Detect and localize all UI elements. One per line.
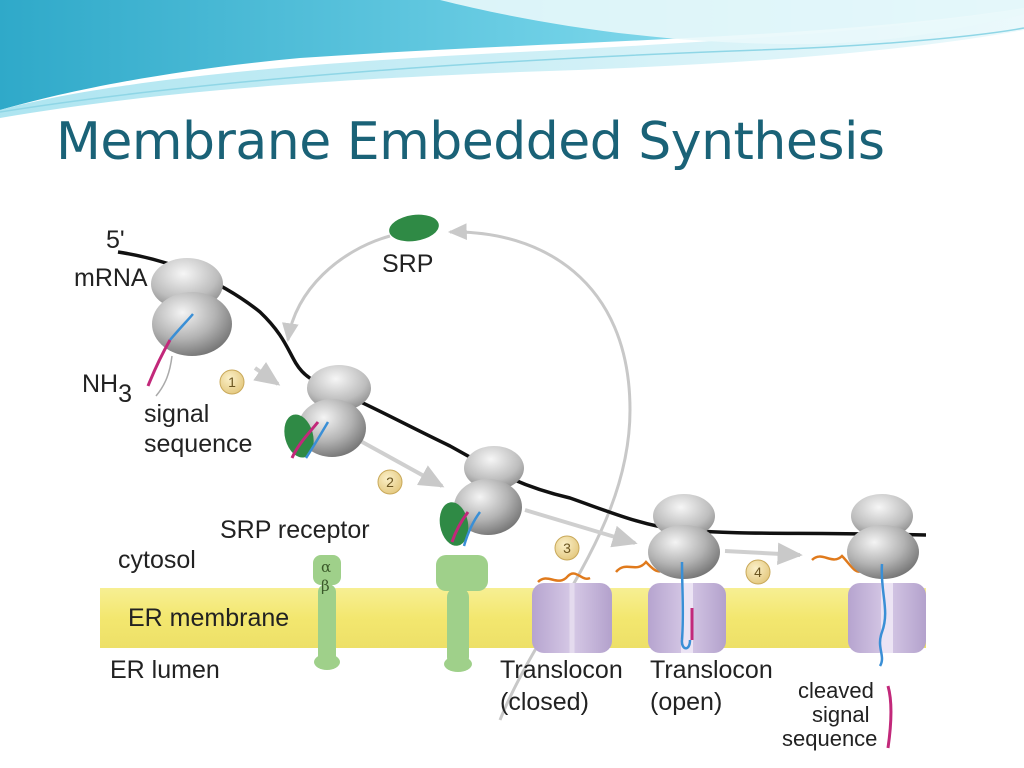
svg-text:2: 2 <box>386 474 394 490</box>
cleaved-signal-sequence-mark <box>886 685 893 749</box>
nh3-label: NH3 <box>82 370 132 408</box>
srp-to-ribosome-arrow <box>282 234 391 343</box>
srp-receptor-label: SRP receptor <box>220 516 370 544</box>
svg-text:4: 4 <box>754 564 762 580</box>
cytosol-label: cytosol <box>118 546 196 574</box>
signal-sequence-3 <box>450 511 470 543</box>
closed-translocon-chain <box>537 572 591 583</box>
er-membrane-band <box>100 588 926 648</box>
ribosome-3 <box>454 446 524 535</box>
nascent-chain-5 <box>878 563 887 667</box>
nascent-chain-2 <box>304 421 330 459</box>
svg-text:3: 3 <box>563 540 571 556</box>
cleaved-label-line3: sequence <box>782 726 877 751</box>
cleaved-translocon-chain <box>811 554 863 573</box>
signal-sequence-pointer <box>155 355 173 397</box>
svg-text:1: 1 <box>228 374 236 390</box>
beta-label: β <box>321 577 330 595</box>
cleaved-label-line2: signal <box>812 702 869 727</box>
srp-label: SRP <box>382 250 433 278</box>
five-prime-label: 5' <box>106 226 125 254</box>
step-arrow-4 <box>724 542 803 565</box>
ribosome-1 <box>151 258 232 356</box>
signal-sequence-label-line2: sequence <box>144 430 252 458</box>
mrna-label: mRNA <box>74 264 148 292</box>
step-arrow-2 <box>354 436 445 488</box>
step-badge-2: 2 <box>377 469 403 495</box>
signal-sequence-1 <box>146 339 172 387</box>
signal-sequence-2 <box>290 421 320 459</box>
srp-receptor <box>313 555 341 670</box>
srp-bound-2 <box>284 414 314 458</box>
translocon-open-label-line2: (open) <box>650 688 722 716</box>
ribosome-4 <box>648 494 720 579</box>
nascent-chain-3 <box>462 511 482 547</box>
step-badge-3: 3 <box>554 535 580 561</box>
step-arrow-1 <box>253 362 281 386</box>
ribosome-5 <box>847 494 919 579</box>
slide-title: Membrane Embedded Synthesis <box>56 112 885 172</box>
translocon-cleaved <box>848 583 926 653</box>
step-badge-4: 4 <box>745 559 771 585</box>
srp-pathway-diagram: α β <box>74 214 926 751</box>
mrna-strand <box>117 250 926 537</box>
translocon-closed-label-line1: Translocon <box>500 656 623 684</box>
srp-bound-3 <box>439 502 469 546</box>
nascent-chain-4 <box>680 561 692 650</box>
srp-receptor-docked <box>436 555 488 672</box>
er-lumen-label: ER lumen <box>110 656 220 684</box>
srp-free <box>389 214 439 242</box>
step-badge-1: 1 <box>219 369 245 395</box>
translocon-closed-label-line2: (closed) <box>500 688 589 716</box>
translocon-open-label-line1: Translocon <box>650 656 773 684</box>
translocon-open <box>648 583 726 653</box>
cleaved-label-line1: cleaved <box>798 678 874 703</box>
er-membrane-label: ER membrane <box>128 604 289 632</box>
step-arrow-3 <box>524 508 638 548</box>
translocon-closed <box>532 583 612 653</box>
signal-sequence-label-line1: signal <box>144 400 209 428</box>
alpha-label: α <box>321 558 331 576</box>
nascent-chain-1 <box>169 313 194 341</box>
